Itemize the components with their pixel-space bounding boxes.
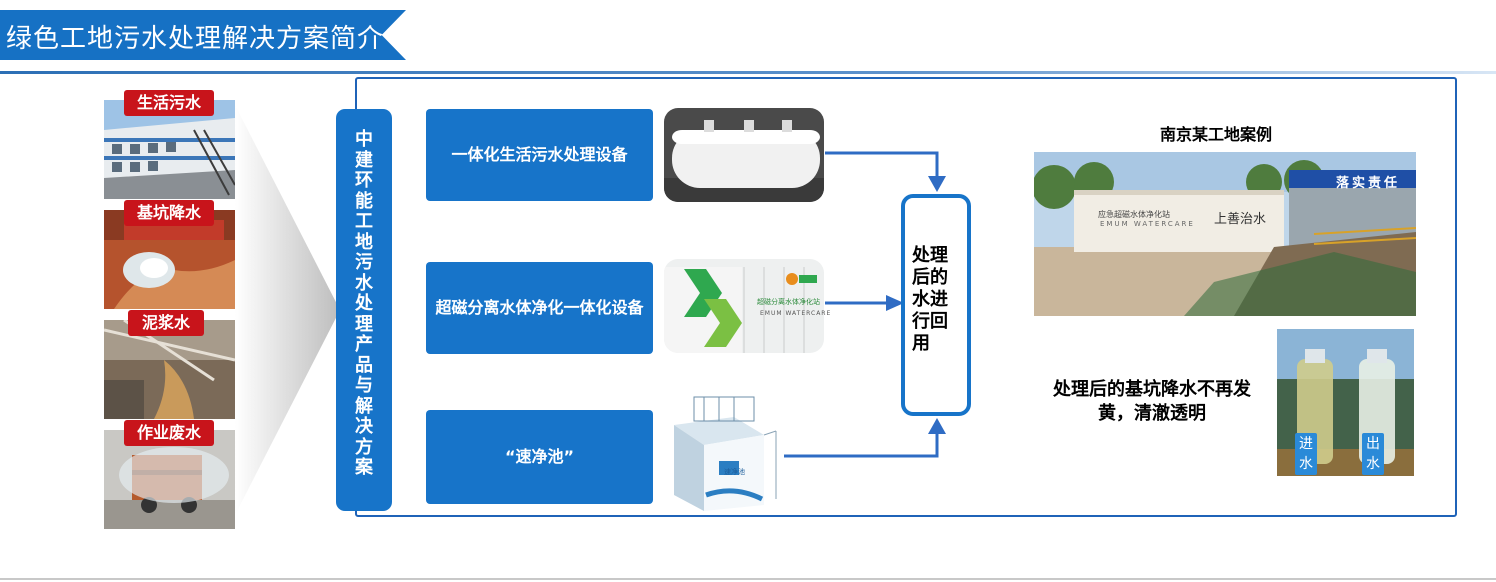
case-site-photo <box>1034 152 1416 316</box>
case-container-sub: EMUM WATERCARE <box>1100 220 1195 228</box>
source-tag-mud: 泥浆水 <box>128 310 204 336</box>
solution-vertical-label: 中建环能工地污水处理产品与解决方案 <box>355 129 373 478</box>
page-title: 绿色工地污水处理解决方案简介 <box>6 24 385 54</box>
bottom-divider <box>0 578 1496 580</box>
water-comparison-photo <box>1277 329 1414 476</box>
case-container-right: 上善治水 <box>1214 212 1267 227</box>
reuse-label: 处理后的水进行回用 <box>912 245 948 354</box>
quick-pool-label: 速净池 <box>724 468 745 476</box>
product-box-integrated-sewage: 一体化生活污水处理设备 <box>426 109 653 201</box>
inlet-water-tag: 进水 <box>1295 433 1317 475</box>
domestic-sewage-photo <box>104 100 235 199</box>
station-label-text: 超磁分离水体净化站 <box>757 298 820 306</box>
case-title: 南京某工地案例 <box>1160 125 1273 144</box>
supermagnetic-station-image <box>664 259 824 353</box>
case-container-label: 应急超磁水体净化站 <box>1098 210 1170 219</box>
quick-pool-image <box>664 395 784 511</box>
title-banner <box>0 10 406 60</box>
case-sign-text: 落实责任 <box>1336 176 1401 191</box>
source-tag-operation: 作业废水 <box>124 420 214 446</box>
case-description: 处理后的基坑降水不再发黄，清澈透明 <box>1053 379 1251 424</box>
title-divider <box>0 71 1496 74</box>
arrow-up-head <box>928 418 946 434</box>
station-sub-text: EMUM WATERCARE <box>760 310 832 317</box>
foundation-pit-photo <box>104 210 235 309</box>
reuse-box <box>901 194 971 416</box>
product-box-supermagnetic: 超磁分离水体净化一体化设备 <box>426 262 653 354</box>
integrated-sewage-tank-image <box>664 108 824 202</box>
arrow-right-head <box>886 295 904 311</box>
mud-water-photo <box>104 320 235 419</box>
operation-wastewater-photo <box>104 430 235 529</box>
solution-vertical-bar <box>336 109 392 511</box>
product-box-quick-pool: “速净池” <box>426 410 653 504</box>
source-tag-domestic: 生活污水 <box>124 90 214 116</box>
flow-arrows <box>784 151 946 458</box>
outlet-water-tag: 出水 <box>1362 433 1384 475</box>
source-tag-pit: 基坑降水 <box>124 200 214 226</box>
arrow-down-head <box>928 176 946 192</box>
convergence-funnel <box>235 105 340 515</box>
